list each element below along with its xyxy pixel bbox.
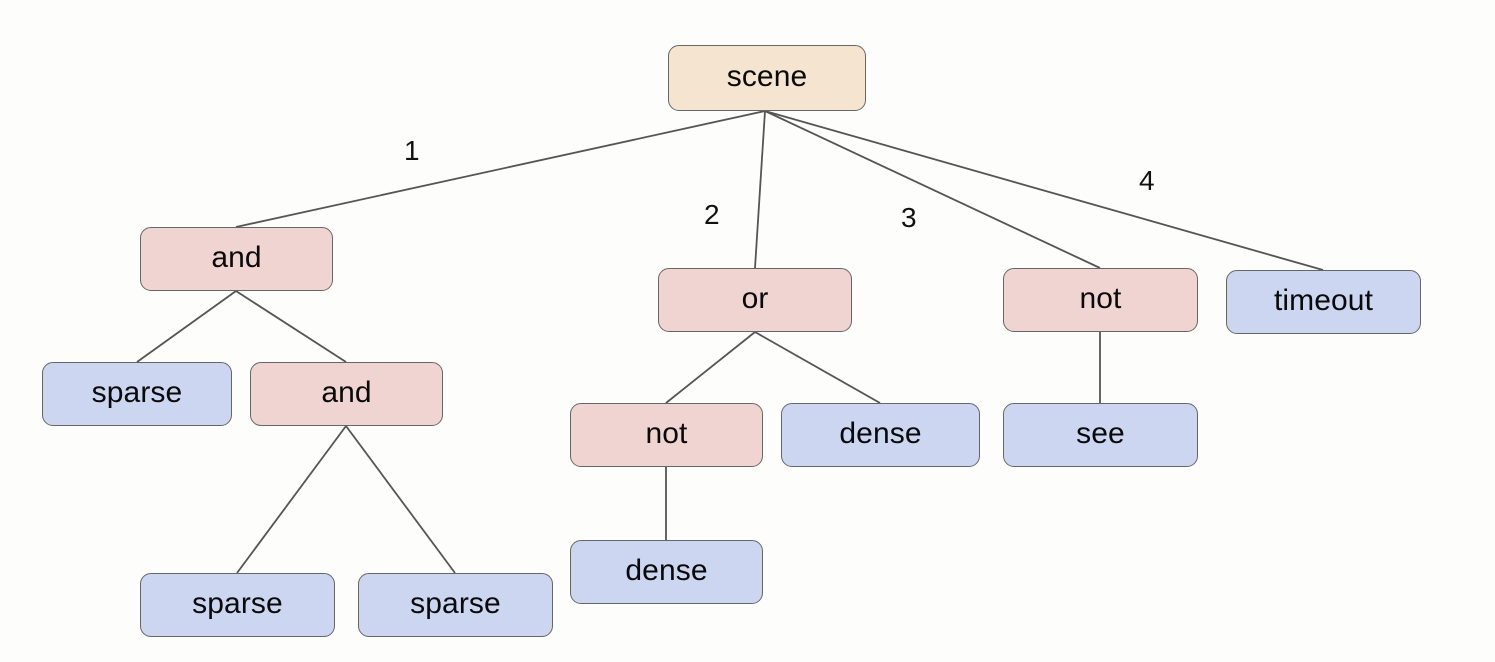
tree-edge-and1-to-and2 xyxy=(235,290,347,363)
tree-node-label: scene xyxy=(726,60,808,93)
tree-edge-scene-to-or1 xyxy=(754,110,766,269)
tree-node-label: see xyxy=(1076,417,1125,450)
tree-node-dense1[interactable]: dense xyxy=(781,403,980,467)
tree-node-label: timeout xyxy=(1273,284,1374,317)
tree-edge-scene-to-and1 xyxy=(235,110,766,228)
tree-edge-or1-to-not2 xyxy=(665,331,756,404)
tree-edge-scene-to-not1 xyxy=(764,110,1101,269)
tree-node-label: sparse xyxy=(410,587,501,620)
tree-node-timeout[interactable]: timeout xyxy=(1226,270,1421,334)
tree-node-not1[interactable]: not xyxy=(1003,268,1198,332)
tree-node-scene[interactable]: scene xyxy=(668,45,866,111)
tree-node-label: and xyxy=(211,241,262,274)
tree-edge-and2-to-sparse2 xyxy=(236,425,347,574)
tree-edge-and2-to-sparse3 xyxy=(345,425,456,574)
edge-label-1: 1 xyxy=(404,135,420,166)
edge-label-4: 4 xyxy=(1139,165,1155,196)
tree-node-label: not xyxy=(645,417,688,450)
tree-node-not2[interactable]: not xyxy=(570,403,763,467)
tree-edge-and1-to-sparse1 xyxy=(136,290,237,363)
tree-node-label: and xyxy=(321,376,372,409)
tree-edge-or1-to-dense1 xyxy=(754,331,881,404)
tree-node-dense2[interactable]: dense xyxy=(570,540,763,604)
tree-node-sparse1[interactable]: sparse xyxy=(42,362,232,426)
tree-node-label: or xyxy=(741,282,769,315)
tree-node-label: dense xyxy=(625,554,708,587)
tree-node-or1[interactable]: or xyxy=(658,268,852,332)
edge-label-2: 2 xyxy=(704,199,720,230)
tree-node-label: dense xyxy=(839,417,922,450)
tree-node-label: not xyxy=(1079,282,1122,315)
tree-node-sparse2[interactable]: sparse xyxy=(140,573,335,637)
tree-node-see[interactable]: see xyxy=(1003,403,1198,467)
edge-label-3: 3 xyxy=(901,202,917,233)
tree-node-and2[interactable]: and xyxy=(250,362,443,426)
tree-node-label: sparse xyxy=(192,587,283,620)
tree-edge-scene-to-timeout xyxy=(764,110,1324,271)
tree-node-sparse3[interactable]: sparse xyxy=(358,573,553,637)
tree-node-and1[interactable]: and xyxy=(140,227,333,291)
tree-node-label: sparse xyxy=(91,376,183,409)
